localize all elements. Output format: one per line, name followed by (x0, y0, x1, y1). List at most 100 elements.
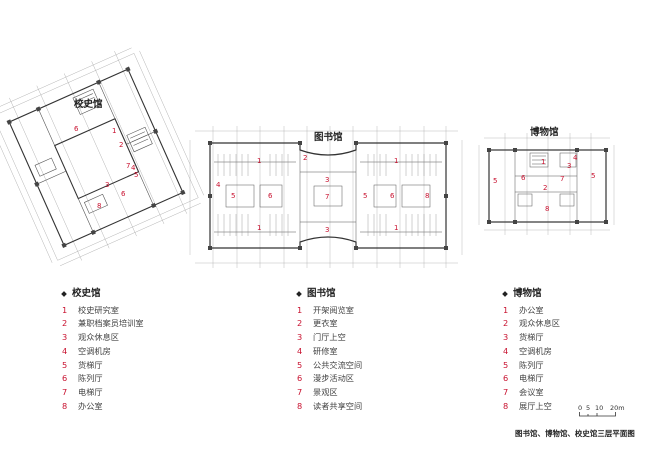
scale-label-5: 5 (586, 404, 590, 412)
bowu-room-8: 8 (545, 205, 549, 213)
xiaoshi-title-text: 校史馆 (74, 98, 103, 110)
legend-item-label: 读者共享空间 (313, 400, 363, 411)
xiaoshi-room-6b: 6 (121, 190, 126, 198)
tushu-room-1b: 1 (394, 157, 398, 165)
bowu-room-1: 1 (541, 158, 545, 166)
legend-item-number: 4 (297, 345, 303, 356)
legend-item: 2 更衣室 (297, 317, 362, 331)
legend-item-label: 兼职档案员培训室 (78, 318, 144, 329)
tushu-plan (189, 126, 463, 268)
tushu-room-8: 8 (425, 192, 429, 200)
xiaoshi-plan (0, 47, 204, 266)
tushu-title-text: 图书馆 (314, 131, 343, 143)
legend-item-number: 8 (503, 400, 509, 411)
legend-item-number: 6 (503, 373, 509, 384)
legend-item-number: 7 (297, 386, 303, 397)
legend-item-number: 1 (62, 304, 68, 315)
legend-item-number: 5 (62, 359, 68, 370)
tushu-room-1d: 1 (394, 224, 398, 232)
legend-item-number: 6 (62, 373, 68, 384)
legend-item: 1 办公室 (503, 304, 560, 318)
bowu-plan (478, 133, 615, 235)
bowu-title-text: 博物馆 (530, 126, 559, 138)
tushu-room-3b: 3 (325, 226, 329, 234)
legend-item: 1 校史研究室 (62, 304, 144, 318)
tushu-room-6a: 6 (268, 192, 273, 200)
drawing-caption: 图书馆、博物馆、校史馆三层平面图 (515, 429, 635, 438)
xiaoshi-room-4: 4 (131, 164, 136, 172)
legend-item-label: 观众休息区 (78, 332, 119, 343)
tushu-room-6b: 6 (390, 192, 395, 200)
xiaoshi-room-7: 7 (126, 162, 130, 170)
legend-item: 2 兼职档案员培训室 (62, 317, 144, 331)
legend-item-label: 更衣室 (313, 318, 338, 329)
legend-item: 4 空调机房 (62, 345, 144, 359)
legend-tushu-title: 图书馆 (296, 287, 362, 301)
legend-xiaoshi-title: 校史馆 (61, 287, 144, 301)
legend-item-label: 开架阅览室 (313, 304, 354, 315)
tushu-room-numbers: 1 1 2 3 4 5 6 7 6 5 8 1 1 3 (216, 154, 429, 234)
legend-item-number: 1 (503, 304, 509, 315)
bullet-diamond-icon (61, 291, 67, 297)
legend-item: 7 会议室 (503, 386, 560, 400)
legend-item-number: 2 (503, 318, 509, 329)
legend-item-label: 电梯厅 (519, 373, 544, 384)
tushu-room-2: 2 (303, 154, 307, 162)
legend-item-label: 漫步活动区 (313, 373, 354, 384)
legend-item-number: 7 (62, 386, 68, 397)
legend-item-label: 校史研究室 (78, 304, 119, 315)
legend-item-label: 门厅上空 (313, 332, 346, 343)
legend-item-number: 2 (297, 318, 303, 329)
scale-bar: 0 5 10 20m (578, 404, 625, 417)
legend-item-label: 电梯厅 (78, 386, 103, 397)
legend-item-label: 空调机房 (78, 345, 111, 356)
bowu-room-2: 2 (543, 184, 547, 192)
tushu-room-4: 4 (216, 181, 221, 189)
legend-item: 7 电梯厅 (62, 386, 144, 400)
legend-item-number: 2 (62, 318, 68, 329)
legend-item-label: 办公室 (78, 400, 103, 411)
bowu-room-numbers: 1 4 3 6 7 5 5 2 8 (493, 154, 595, 213)
legend-item: 4 空调机房 (503, 345, 560, 359)
legend-item: 5 货梯厅 (62, 359, 144, 373)
xiaoshi-room-numbers: 6 1 2 7 4 3 5 6 8 (74, 125, 138, 210)
legend-item-number: 5 (503, 359, 509, 370)
legend-item-number: 3 (62, 332, 68, 343)
legend-item-number: 5 (297, 359, 303, 370)
legend-item-label: 景观区 (313, 386, 338, 397)
bowu-room-5a: 5 (493, 177, 497, 185)
xiaoshi-room-3: 3 (105, 181, 109, 189)
legend-item-label: 货梯厅 (78, 359, 103, 370)
legend-item-number: 7 (503, 386, 509, 397)
tushu-room-1c: 1 (257, 224, 261, 232)
legend-item: 8 展厅上空 (503, 400, 560, 414)
legend-item-label: 空调机房 (519, 345, 552, 356)
legend-item-label: 办公室 (519, 304, 544, 315)
tushu-room-1a: 1 (257, 157, 261, 165)
xiaoshi-room-5: 5 (134, 171, 138, 179)
xiaoshi-room-6a: 6 (74, 125, 79, 133)
legend-item-number: 4 (503, 345, 509, 356)
legend-item-label: 展厅上空 (519, 400, 552, 411)
legend-item-number: 4 (62, 345, 68, 356)
legend-item-label: 公共交流空间 (313, 359, 363, 370)
legend-item: 3 观众休息区 (62, 331, 144, 345)
legend-bowu-title: 博物馆 (502, 287, 560, 301)
tushu-room-7: 7 (325, 193, 329, 201)
legend-item-label: 会议室 (519, 386, 544, 397)
xiaoshi-room-2: 2 (119, 141, 123, 149)
bowu-room-5b: 5 (591, 172, 595, 180)
